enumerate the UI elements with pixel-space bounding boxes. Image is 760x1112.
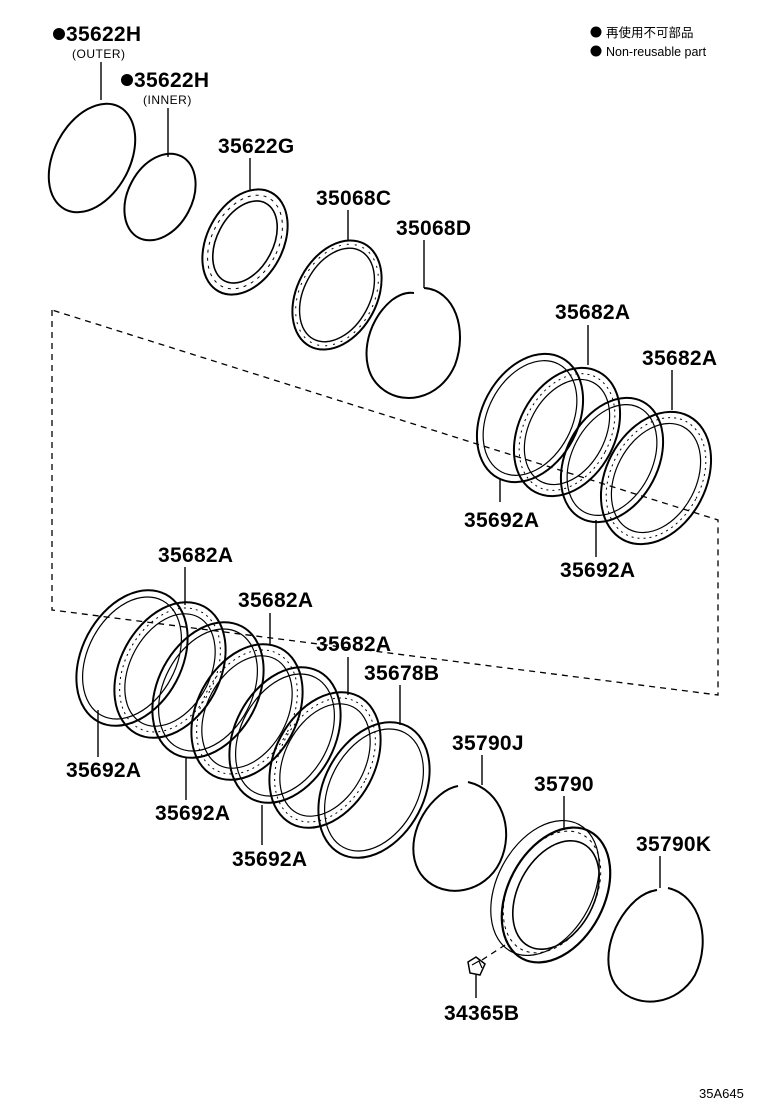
legend-label-jp: 再使用不可部品 bbox=[606, 25, 694, 40]
callout-35692a-2[interactable]: 35692A bbox=[560, 559, 635, 582]
callout-35682a-4[interactable]: 35682A bbox=[238, 589, 313, 612]
callout-35692a-3[interactable]: 35692A bbox=[66, 759, 141, 782]
legend: 再使用不可部品 Non-reusable part bbox=[590, 25, 707, 59]
callout-35790k[interactable]: 35790K bbox=[636, 833, 711, 856]
callout-35622h-inner[interactable]: 35622H bbox=[134, 69, 209, 92]
callout-35790j[interactable]: 35790J bbox=[452, 732, 524, 755]
callout-35692a-1[interactable]: 35692A bbox=[464, 509, 539, 532]
return-spring[interactable] bbox=[274, 225, 399, 365]
flange-35790[interactable] bbox=[469, 802, 632, 981]
snap-ring-35790j[interactable] bbox=[412, 781, 508, 892]
callouts: 35622H (OUTER) 35622H (INNER) 35622G 350… bbox=[53, 23, 717, 1025]
o-ring-inner[interactable] bbox=[110, 141, 210, 252]
callout-35622h-outer[interactable]: 35622H bbox=[66, 23, 141, 46]
callout-35682a-2[interactable]: 35682A bbox=[642, 347, 717, 370]
piston[interactable] bbox=[185, 175, 305, 310]
callout-35068d[interactable]: 35068D bbox=[396, 217, 471, 240]
snap-ring-35790k[interactable] bbox=[607, 887, 704, 1003]
non-reusable-marker-icon bbox=[121, 74, 133, 86]
non-reusable-marker-icon bbox=[53, 28, 65, 40]
callout-note-outer: (OUTER) bbox=[72, 47, 126, 61]
callout-35622g[interactable]: 35622G bbox=[218, 135, 295, 158]
callout-35682a-5[interactable]: 35682A bbox=[316, 633, 391, 656]
assembly-boundary bbox=[51, 309, 719, 696]
callout-35678b[interactable]: 35678B bbox=[364, 662, 439, 685]
lower-clutch-pack[interactable] bbox=[54, 571, 452, 877]
upper-clutch-pack[interactable] bbox=[456, 335, 733, 563]
callout-35682a-1[interactable]: 35682A bbox=[555, 301, 630, 324]
callout-34365b[interactable]: 34365B bbox=[444, 1002, 519, 1025]
o-ring-outer[interactable] bbox=[31, 89, 153, 227]
non-reusable-marker-icon bbox=[590, 45, 602, 57]
callout-35692a-5[interactable]: 35692A bbox=[232, 848, 307, 871]
callout-35790[interactable]: 35790 bbox=[534, 773, 594, 796]
callout-35682a-3[interactable]: 35682A bbox=[158, 544, 233, 567]
non-reusable-marker-icon bbox=[590, 26, 602, 38]
legend-label-en: Non-reusable part bbox=[606, 45, 707, 59]
snap-ring-35068d[interactable] bbox=[365, 287, 461, 399]
callout-note-inner: (INNER) bbox=[143, 93, 192, 107]
callout-35068c[interactable]: 35068C bbox=[316, 187, 391, 210]
leader-lines bbox=[97, 62, 673, 998]
diagram-code: 35A645 bbox=[699, 1086, 744, 1101]
callout-35692a-4[interactable]: 35692A bbox=[155, 802, 230, 825]
clip-34365b[interactable] bbox=[467, 944, 506, 976]
